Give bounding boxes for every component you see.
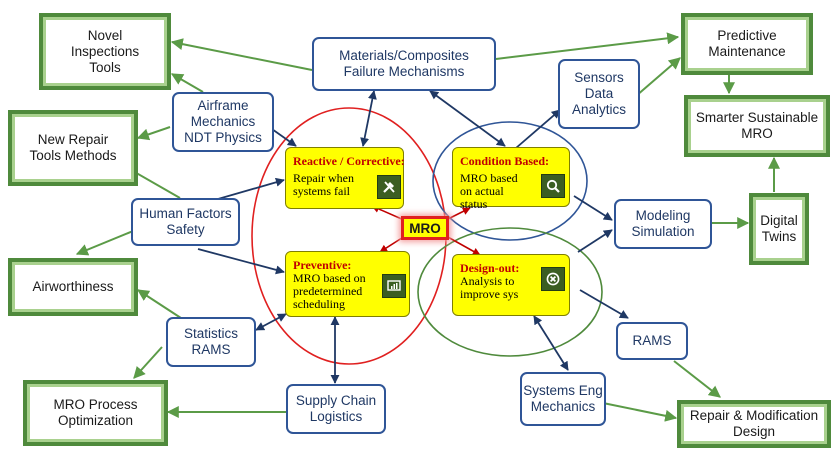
modeling-simulation-label: Modeling Simulation [631, 208, 695, 239]
arrow-materials-condition [429, 90, 506, 147]
novel-inspections-tools-box: Novel Inspections Tools [39, 13, 171, 90]
airworthiness-box: Airworthiness [8, 258, 138, 316]
statistics-rams-label: Statistics RAMS [183, 326, 238, 357]
tools-icon [377, 175, 401, 199]
arrow-condition-sensors [515, 109, 561, 149]
human-factors-safety-box: Human Factors Safety [131, 198, 240, 246]
supply-chain-logistics-label: Supply Chain Logistics [295, 393, 377, 424]
smarter-sustainable-mro-label: Smarter Sustainable MRO [695, 110, 819, 141]
sensors-data-analytics-box: Sensors Data Analytics [558, 59, 640, 129]
design-out-title: Design-out: [460, 261, 520, 275]
modeling-simulation-box: Modeling Simulation [614, 199, 712, 249]
arrow-materials-predictive [495, 32, 680, 60]
predictive-maintenance-box: Predictive Maintenance [681, 13, 813, 75]
arrow-airframe-novel [170, 73, 204, 93]
new-repair-tools-label: New Repair Tools Methods [29, 132, 117, 163]
new-repair-tools-box: New Repair Tools Methods [8, 110, 138, 186]
preventive-title: Preventive: [293, 258, 352, 272]
airframe-mechanics-box: Airframe Mechanics NDT Physics [172, 92, 274, 152]
condition-based-title: Condition Based: [460, 154, 550, 168]
preventive-card: Preventive: MRO based on predetermined s… [285, 251, 410, 317]
chart-monitor-icon [382, 274, 406, 298]
arrow-systemseng-repairmod [602, 402, 678, 422]
statistics-rams-box: Statistics RAMS [166, 317, 256, 367]
mro-center-node: MRO [401, 216, 449, 240]
reactive-corrective-title: Reactive / Corrective: [293, 154, 405, 168]
cancel-circle-icon [541, 267, 565, 291]
condition-based-body: MRO based on actual status [460, 171, 518, 211]
mro-process-optimization-box: MRO Process Optimization [23, 380, 168, 446]
arrow-designout-rams [579, 289, 629, 319]
arrow-rams-repairmod [673, 360, 721, 398]
digital-twins-box: Digital Twins [749, 193, 809, 265]
novel-inspections-tools-label: Novel Inspections Tools [70, 27, 140, 75]
condition-ellipse [432, 121, 588, 241]
airworthiness-label: Airworthiness [32, 279, 114, 294]
materials-composites-label: Materials/Composites Failure Mechanisms [339, 48, 469, 79]
arrow-materials-novel [170, 38, 313, 71]
systems-eng-mechanics-box: Systems Eng Mechanics [520, 372, 606, 426]
repair-modification-design-label: Repair & Modification Design [689, 408, 819, 439]
arrow-mro-designout [445, 235, 481, 256]
materials-composites-box: Materials/Composites Failure Mechanisms [312, 37, 496, 91]
arrow-stats-preventive [255, 313, 287, 331]
arrow-stats-airworthiness [136, 289, 185, 321]
reactive-corrective-card: Reactive / Corrective: Repair when syste… [285, 147, 405, 209]
arrow-designout-modeling [577, 229, 613, 253]
mro-center-label: MRO [409, 220, 441, 236]
rams-label: RAMS [632, 333, 672, 348]
predictive-maintenance-label: Predictive Maintenance [708, 28, 786, 59]
repair-modification-design-box: Repair & Modification Design [677, 400, 831, 448]
airframe-mechanics-label: Airframe Mechanics NDT Physics [184, 98, 262, 145]
design-out-ellipse [417, 227, 603, 357]
arrow-condition-modeling [573, 195, 613, 221]
arrow-human-reactive [217, 177, 285, 200]
human-factors-safety-label: Human Factors Safety [139, 206, 232, 237]
sensors-data-analytics-label: Sensors Data Analytics [571, 70, 627, 117]
preventive-body: MRO based on predetermined scheduling [293, 271, 366, 311]
rams-box: RAMS [616, 322, 688, 360]
arrow-airframe-newrepair [136, 126, 171, 141]
reactive-corrective-body: Repair when systems fail [293, 171, 354, 198]
arrow-sensors-predictive [635, 57, 681, 97]
arrow-materials-reactive [360, 90, 377, 147]
systems-eng-mechanics-label: Systems Eng Mechanics [523, 383, 603, 414]
arrow-stats-mroprocess [133, 346, 163, 379]
smarter-sustainable-mro-box: Smarter Sustainable MRO [684, 95, 830, 157]
arrow-designout-systemseng [533, 315, 569, 371]
arrow-human-airworthiness [75, 228, 139, 256]
mro-process-optimization-label: MRO Process Optimization [53, 397, 138, 428]
condition-based-card: Condition Based: MRO based on actual sta… [452, 147, 570, 211]
arrow-mro-condition [445, 207, 471, 221]
arrow-mro-preventive [379, 235, 406, 253]
magnifier-icon [541, 174, 565, 198]
design-out-body: Analysis to improve sys [460, 274, 519, 301]
arrow-human-preventive [197, 248, 285, 275]
design-out-card: Design-out: Analysis to improve sys [452, 254, 570, 316]
digital-twins-label: Digital Twins [760, 213, 798, 244]
supply-chain-logistics-box: Supply Chain Logistics [286, 384, 386, 434]
